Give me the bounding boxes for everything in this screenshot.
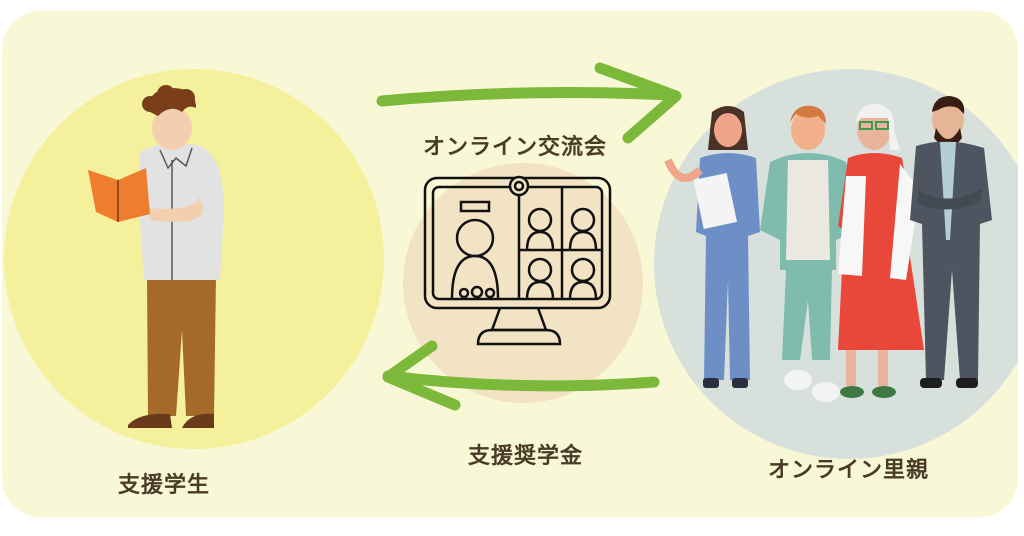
scholarship-label: 支援奨学金 bbox=[468, 444, 584, 469]
arrow-left-icon bbox=[382, 340, 660, 411]
arrow-right-icon bbox=[376, 62, 682, 144]
online-exchange-label: オンライン交流会 bbox=[423, 135, 608, 160]
online-foster-parent-label: オンライン里親 bbox=[768, 458, 930, 483]
elderly-woman-figure bbox=[838, 104, 924, 398]
man-in-suit-figure bbox=[910, 96, 992, 388]
supported-student-label: 支援学生 bbox=[118, 473, 211, 498]
nurse-figure bbox=[664, 106, 760, 388]
young-man-figure bbox=[760, 105, 858, 402]
